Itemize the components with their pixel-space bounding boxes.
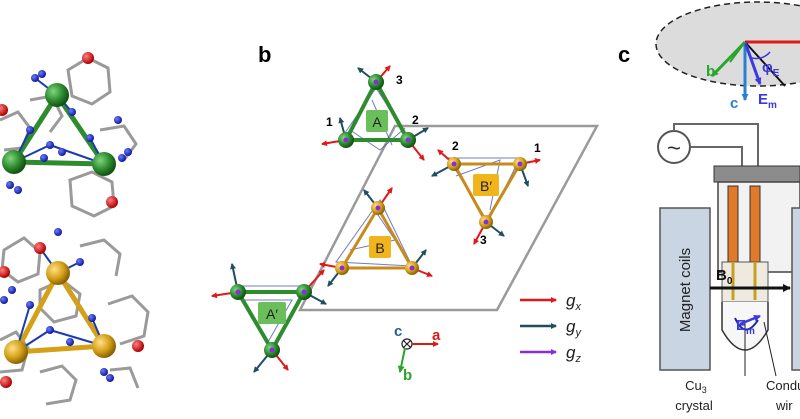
phi-label: φE	[762, 59, 780, 79]
em-vector-arrow	[743, 41, 762, 85]
b0-label: B0	[716, 267, 733, 287]
magnet-coil-left	[659, 207, 711, 371]
gz-dot	[451, 161, 457, 167]
triangle-a: A 3 1 2	[321, 65, 429, 161]
site-label-1: 1	[534, 141, 541, 155]
crystal-plane-ellipse	[655, 1, 800, 87]
gz-dot	[343, 137, 349, 143]
em-field-arrow	[739, 314, 761, 326]
legend-gz-label: gz	[566, 343, 581, 365]
gz-dot	[375, 205, 381, 211]
triangle-b-prime: B′ 2 1 3	[431, 139, 541, 247]
b-axis-arrow	[397, 347, 406, 373]
b-axis-label: b	[403, 367, 412, 384]
triangle-b-label-box	[369, 236, 391, 258]
panel-a-molecule-gold	[0, 228, 150, 406]
triangle-a-prime: A′	[211, 263, 327, 373]
field-vector-diagram: b c φE Em	[706, 40, 800, 112]
ac-source-symbol: ~	[667, 135, 681, 162]
gz-dot	[483, 219, 489, 225]
gz-dot	[373, 79, 379, 85]
triangle-b-prime-label-box	[473, 174, 499, 196]
triangle-a-prime-label: A′	[266, 306, 278, 322]
triangle-b-prime-label: B′	[480, 178, 492, 194]
site-label-2: 2	[452, 139, 459, 153]
gz-dot	[405, 137, 411, 143]
magnet-coil-right	[791, 207, 800, 371]
g-tensor-legend: gx gy gz	[520, 291, 582, 365]
b-projection	[729, 41, 746, 63]
site-label-3: 3	[396, 73, 403, 87]
panel-a-molecule-green	[0, 52, 138, 218]
panel-c-letter: c	[618, 42, 630, 67]
triangle-a-label-box	[366, 110, 388, 132]
ac-wiring	[673, 123, 759, 168]
site-label-2: 2	[412, 113, 419, 127]
b-axis-arrow	[710, 40, 747, 78]
gz-dot	[301, 289, 307, 295]
crystal-label-line1: Cu3	[685, 378, 707, 395]
gz-dot	[269, 347, 275, 353]
legend-gx-label: gx	[566, 291, 581, 313]
c-axis-label: c	[394, 323, 402, 340]
triangle-b: B	[319, 187, 433, 287]
crystal-label-line2: crystal	[675, 398, 713, 413]
legend-gy-label: gy	[566, 317, 582, 339]
magnet-coils-label: Magnet coils	[677, 248, 694, 332]
a-axis-label: a	[432, 327, 441, 344]
panel-b-letter: b	[258, 42, 271, 67]
triangle-a-label: A	[372, 114, 382, 130]
site-label-1: 1	[326, 115, 333, 129]
b-axis-label: b	[706, 63, 715, 80]
probe-assembly	[713, 165, 800, 377]
em-label-bottom: Em	[736, 317, 755, 337]
site-label-3: 3	[480, 233, 487, 247]
wire-label-line2: wir	[775, 398, 793, 413]
projection-line	[744, 41, 786, 87]
em-label-top: Em	[758, 91, 777, 111]
gz-dot	[235, 289, 241, 295]
triangle-a-prime-label-box	[258, 302, 286, 324]
gz-dot	[409, 265, 415, 271]
axes-indicator-b: c a b	[394, 323, 441, 384]
phi-arc	[751, 51, 771, 60]
unit-cell-outline	[297, 124, 600, 312]
gz-dot	[339, 265, 345, 271]
wire-label-line1: Condu	[766, 378, 800, 393]
c-axis-label: c	[730, 95, 738, 112]
triangle-b-label: B	[375, 240, 384, 256]
gz-dot	[517, 161, 523, 167]
